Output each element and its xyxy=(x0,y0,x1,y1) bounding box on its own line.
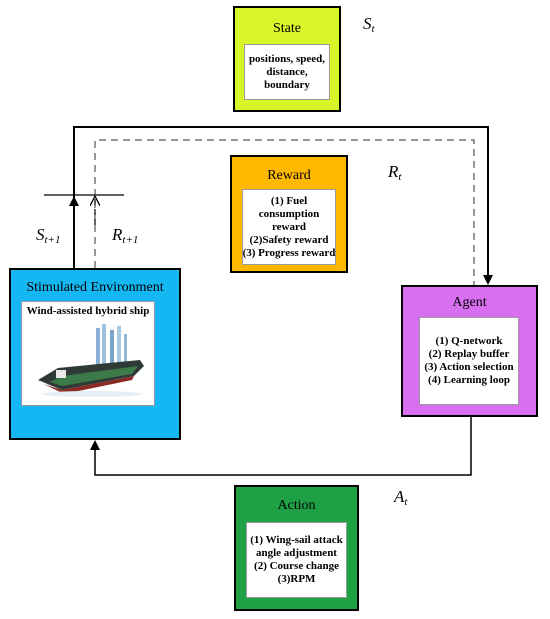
symbol-action: At xyxy=(394,487,407,508)
action-item: (2) Course change xyxy=(254,560,339,572)
action-line xyxy=(90,417,472,476)
symbol-state-next: St+1 xyxy=(36,225,60,246)
symbol-subscript: t+1 xyxy=(122,234,139,246)
state-item: positions, speed, xyxy=(248,52,326,65)
agent-item: (3) Action selection xyxy=(424,361,514,373)
reward-item: (1) Fuel xyxy=(270,194,308,207)
action-content: (1) Wing-sail attack angle adjustment (2… xyxy=(246,522,347,598)
state-title: State xyxy=(273,21,301,36)
state-item: distance, xyxy=(266,65,308,78)
environment-title: Stimulated Environment xyxy=(26,280,164,295)
ship-label-text: Wind-assisted hybrid ship xyxy=(26,305,150,317)
reward-item: (3) Progress reward xyxy=(242,246,336,259)
symbol-subscript: t xyxy=(398,171,402,183)
action-item: (1) Wing-sail attack xyxy=(250,534,343,546)
agent-title: Agent xyxy=(452,295,487,310)
environment-box: Stimulated Environment Wind-assisted hyb… xyxy=(9,268,181,440)
agent-item: (2) Replay buffer xyxy=(428,348,510,360)
agent-box: Agent (1) Q-network (2) Replay buffer (3… xyxy=(401,285,538,417)
symbol-base: R xyxy=(388,162,399,181)
state-content: positions, speed, distance, boundary xyxy=(244,44,330,100)
ship-label: Wind-assisted hybrid ship xyxy=(21,301,155,321)
action-title: Action xyxy=(277,498,316,513)
symbol-base: S xyxy=(363,14,372,33)
agent-content: (1) Q-network (2) Replay buffer (3) Acti… xyxy=(419,317,519,405)
ship-image xyxy=(21,320,155,406)
symbol-subscript: t xyxy=(371,23,375,35)
state-item: boundary xyxy=(264,78,310,91)
reward-content: (1) Fuel consumption reward (2)Safety re… xyxy=(242,189,336,265)
reward-title: Reward xyxy=(267,168,311,183)
action-item: (3)RPM xyxy=(277,573,316,585)
action-box: Action (1) Wing-sail attack angle adjust… xyxy=(234,485,359,611)
symbol-subscript: t xyxy=(404,496,408,508)
symbol-base: A xyxy=(394,487,405,506)
state-box: State positions, speed, distance, bounda… xyxy=(233,6,341,112)
action-item: angle adjustment xyxy=(256,547,337,559)
reward-item: reward xyxy=(271,220,306,233)
symbol-base: R xyxy=(112,225,123,244)
ship-icon xyxy=(38,324,144,397)
agent-item: (4) Learning loop xyxy=(428,374,510,386)
reward-box: Reward (1) Fuel consumption reward (2)Sa… xyxy=(230,155,348,273)
reward-item: (2)Safety reward xyxy=(249,233,329,246)
agent-item: (1) Q-network xyxy=(435,335,503,347)
symbol-reward: Rt xyxy=(388,162,401,183)
symbol-state: St xyxy=(363,14,375,35)
symbol-reward-next: Rt+1 xyxy=(112,225,138,246)
symbol-base: S xyxy=(36,225,45,244)
symbol-subscript: t+1 xyxy=(44,234,61,246)
reward-item: consumption xyxy=(258,207,320,220)
